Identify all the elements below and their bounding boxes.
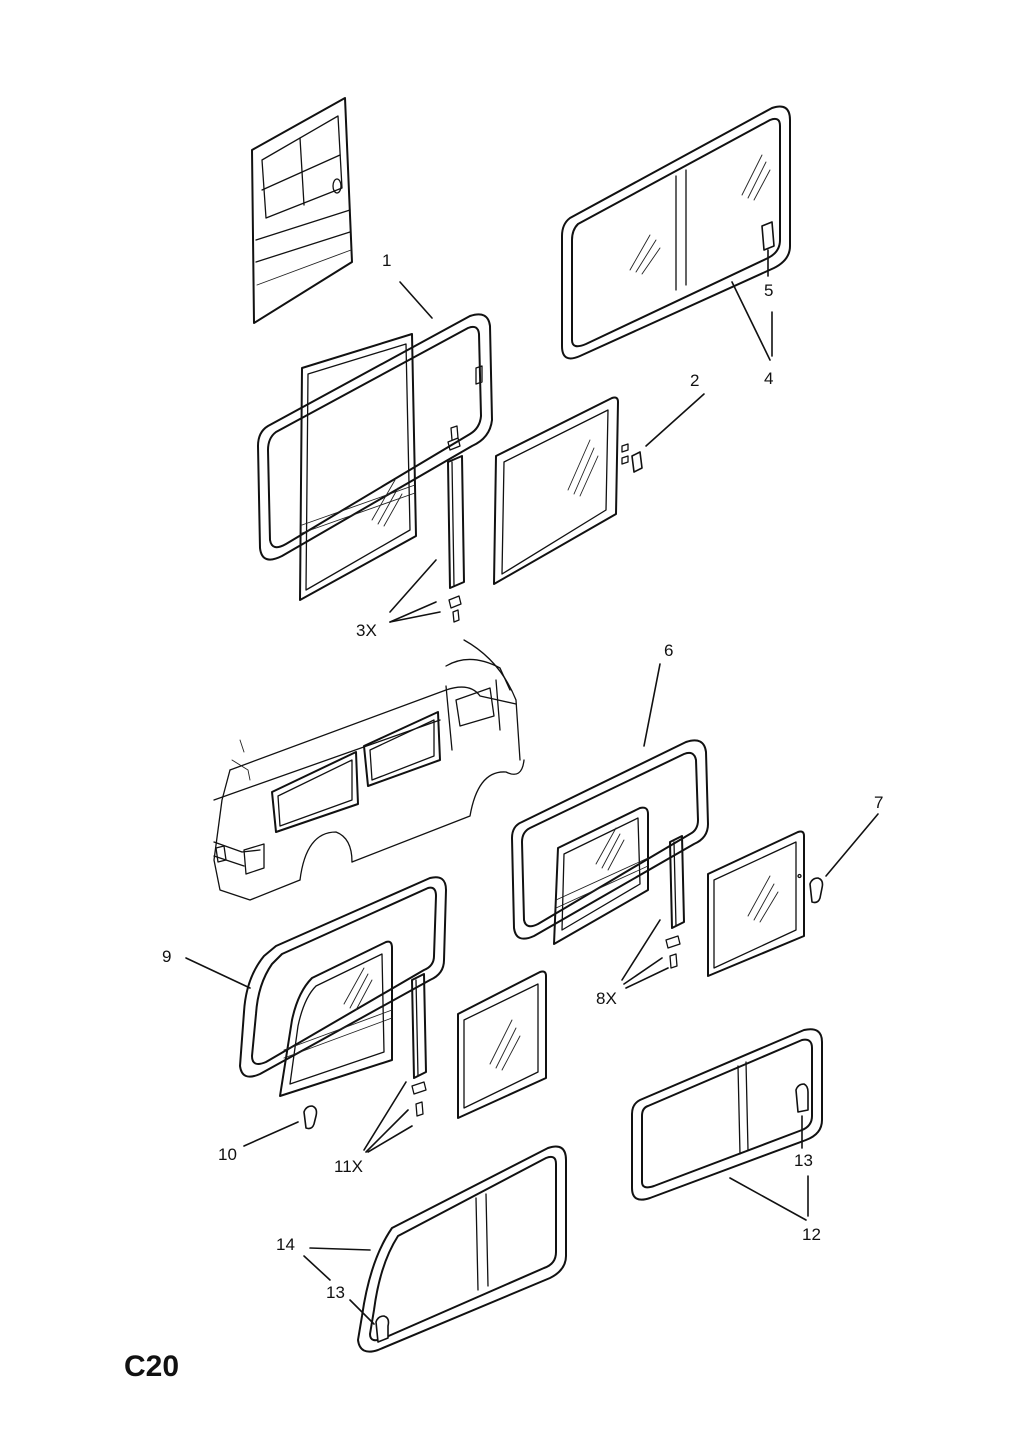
callout-13-right: 13 <box>794 1151 813 1170</box>
callout-8x: 8X <box>596 989 617 1008</box>
part-9-glass-pane-right <box>457 970 547 1119</box>
part-6-glass-pane-left <box>553 806 649 945</box>
part-13-window-latch-left <box>375 1315 390 1343</box>
part-9-glass-pane-left <box>279 940 393 1097</box>
callout-12: 12 <box>802 1225 821 1244</box>
part-1-glass-pane-right <box>493 396 619 585</box>
part-7-glass-clip <box>809 877 824 904</box>
callout-13-left: 13 <box>326 1283 345 1302</box>
part-13-window-latch-right <box>795 1083 809 1113</box>
part-14-sliding-window-frame <box>357 1145 567 1353</box>
part-8-centre-pillar-strip <box>665 835 685 969</box>
part-10-glass-clip <box>303 1105 318 1130</box>
sliding-door-illustration <box>251 97 353 324</box>
part-5-window-latch <box>761 221 775 251</box>
callout-10: 10 <box>218 1145 237 1164</box>
callout-7: 7 <box>874 793 883 812</box>
callout-1: 1 <box>382 251 391 270</box>
callout-labels: 1 2 3X 4 5 6 7 8X 9 10 11X 12 13 13 14 <box>162 251 883 1302</box>
part-2-glass-clip <box>621 443 643 473</box>
leader-lines <box>185 249 879 1325</box>
callout-9: 9 <box>162 947 171 966</box>
part-3-centre-pillar-strip <box>447 425 465 623</box>
callout-14: 14 <box>276 1235 295 1254</box>
part-4-sliding-window-frame <box>561 105 791 360</box>
part-1-glass-pane-left <box>299 333 417 601</box>
page-code: C20 <box>124 1350 179 1383</box>
callout-3x: 3X <box>356 621 377 640</box>
callout-11x: 11X <box>334 1157 363 1176</box>
van-body-illustration <box>213 639 525 901</box>
callout-6: 6 <box>664 641 673 660</box>
callout-4: 4 <box>764 369 773 388</box>
part-9-window-seal-frame <box>239 876 447 1078</box>
callout-2: 2 <box>690 371 699 390</box>
part-11-centre-pillar-strip <box>411 973 427 1117</box>
part-6-window-seal-frame <box>511 739 709 940</box>
part-6-glass-pane-right <box>707 830 805 977</box>
part-12-sliding-window-frame <box>631 1028 823 1201</box>
part-1-window-seal-frame <box>257 313 493 561</box>
callout-5: 5 <box>764 281 773 300</box>
